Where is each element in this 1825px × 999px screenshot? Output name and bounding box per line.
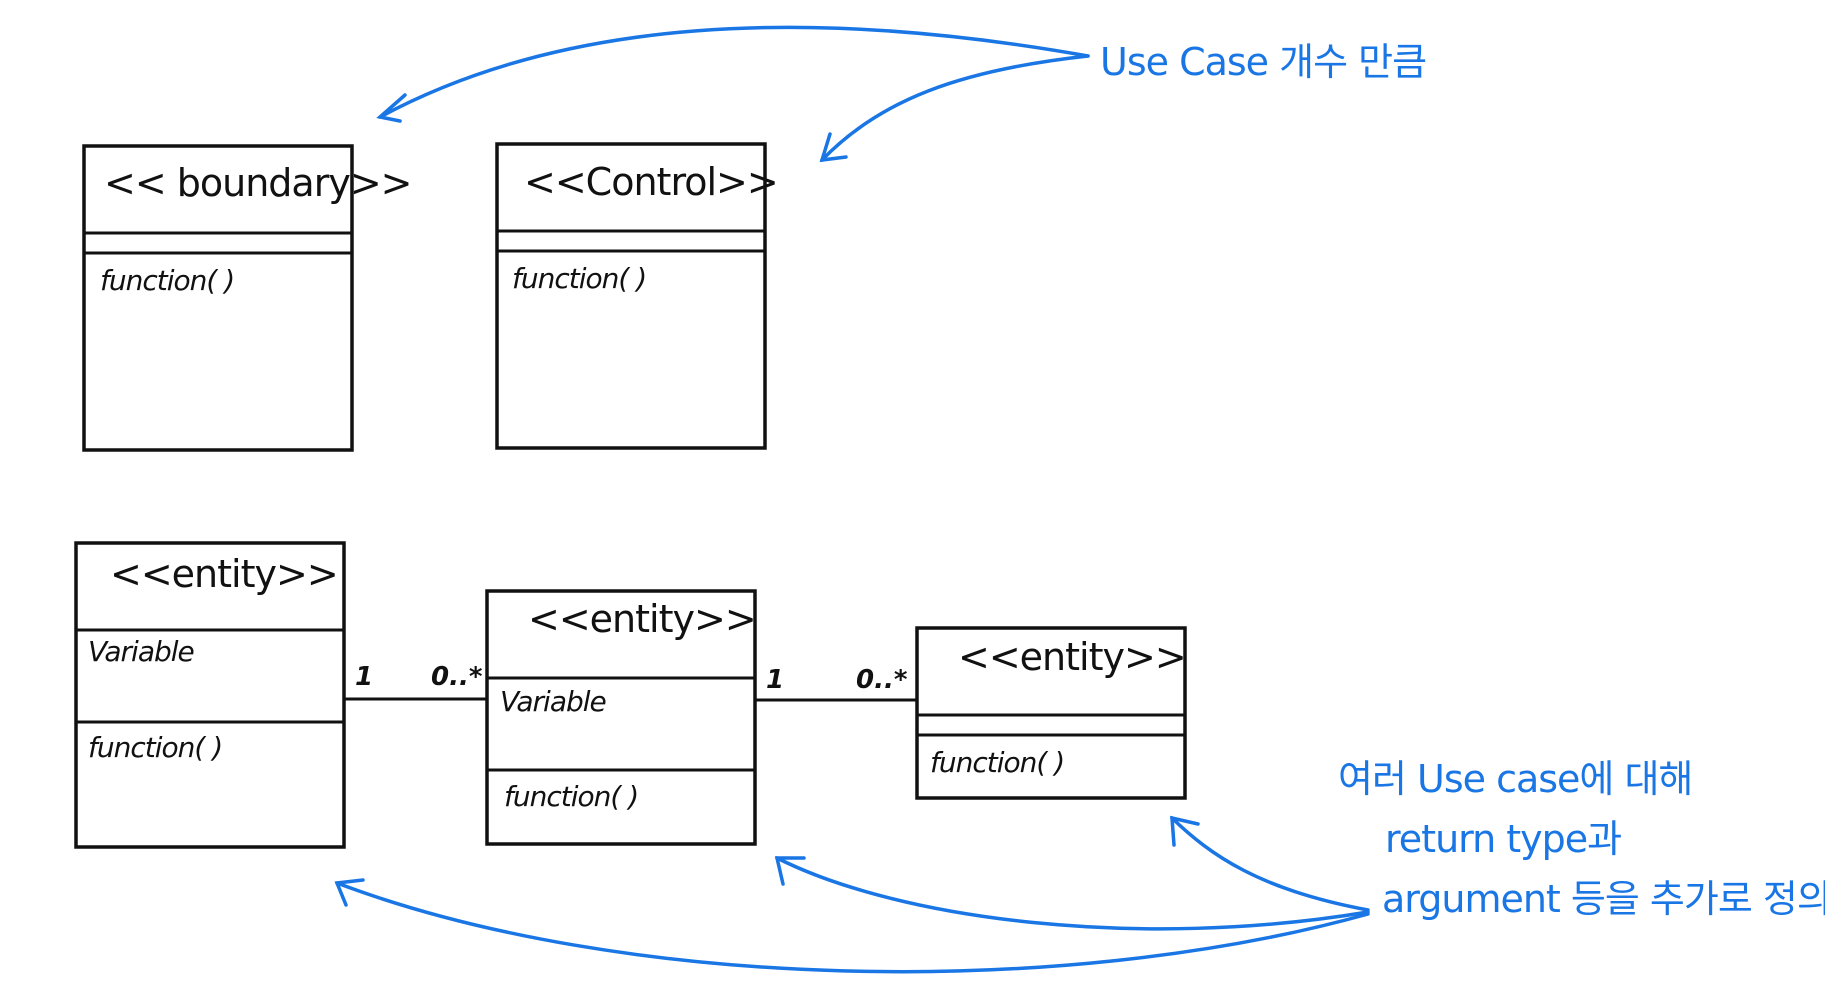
boundary-stereotype: << boundary>>: [104, 161, 412, 205]
bottom-arrow-to-entity-3: [1170, 816, 1370, 912]
bottom-arrow-to-entity-1: [335, 881, 1370, 974]
boundary-class[interactable]: << boundary>> function( ): [82, 144, 413, 452]
entity-1-function: function( ): [88, 731, 222, 764]
association-entity1-entity2[interactable]: 1 0..*: [344, 662, 487, 701]
association-entity2-entity3[interactable]: 1 0..*: [755, 665, 917, 702]
control-class[interactable]: <<Control>> function( ): [495, 142, 779, 450]
association-1-to-multiplicity: 0..*: [431, 662, 483, 692]
bottom-arrow-to-entity-2: [775, 856, 1370, 931]
entity-2-variable: Variable: [500, 685, 606, 718]
entity-3-function: function( ): [930, 746, 1064, 779]
boundary-function: function( ): [100, 264, 234, 297]
bottom-arrow-to-entity-2-head: [774, 856, 806, 886]
entity-class-3[interactable]: <<entity>> function( ): [915, 626, 1187, 800]
top-arrow-to-control-head: [819, 132, 848, 163]
entity-1-variable: Variable: [88, 635, 194, 668]
control-stereotype: <<Control>>: [524, 160, 778, 204]
bottom-annotation-line-2: return type과: [1385, 817, 1621, 861]
top-annotation-text: Use Case 개수 만큼: [1100, 40, 1426, 84]
entity-2-stereotype: <<entity>>: [528, 597, 756, 641]
bottom-annotation-line-3: argument 등을 추가로 정의: [1382, 877, 1825, 921]
bottom-arrow-to-entity-3-head: [1170, 815, 1200, 847]
entity-class-1[interactable]: <<entity>> Variable function( ): [74, 541, 346, 849]
entity-2-box: [485, 589, 757, 846]
association-2-to-multiplicity: 0..*: [856, 665, 908, 695]
entity-1-box: [74, 541, 346, 849]
top-arrow-to-boundary: [378, 25, 1090, 119]
entity-1-stereotype: <<entity>>: [110, 552, 338, 596]
association-1-from-multiplicity: 1: [355, 662, 373, 692]
top-arrow-to-control: [820, 54, 1090, 162]
control-class-box: [495, 142, 767, 450]
entity-2-function: function( ): [504, 780, 638, 813]
bottom-annotation-line-1: 여러 Use case에 대해: [1338, 757, 1692, 801]
bottom-arrow-to-entity-1-head: [334, 878, 365, 907]
association-2-from-multiplicity: 1: [766, 665, 784, 695]
entity-3-box: [915, 626, 1187, 800]
entity-class-2[interactable]: <<entity>> Variable function( ): [485, 589, 757, 846]
top-annotation: Use Case 개수 만큼: [376, 25, 1427, 163]
bottom-annotation: 여러 Use case에 대해 return type과 argument 등을…: [334, 757, 1825, 974]
entity-3-stereotype: <<entity>>: [958, 635, 1186, 679]
control-function: function( ): [512, 262, 646, 295]
top-arrow-to-boundary-head: [376, 93, 407, 123]
boundary-class-box: [82, 144, 354, 452]
